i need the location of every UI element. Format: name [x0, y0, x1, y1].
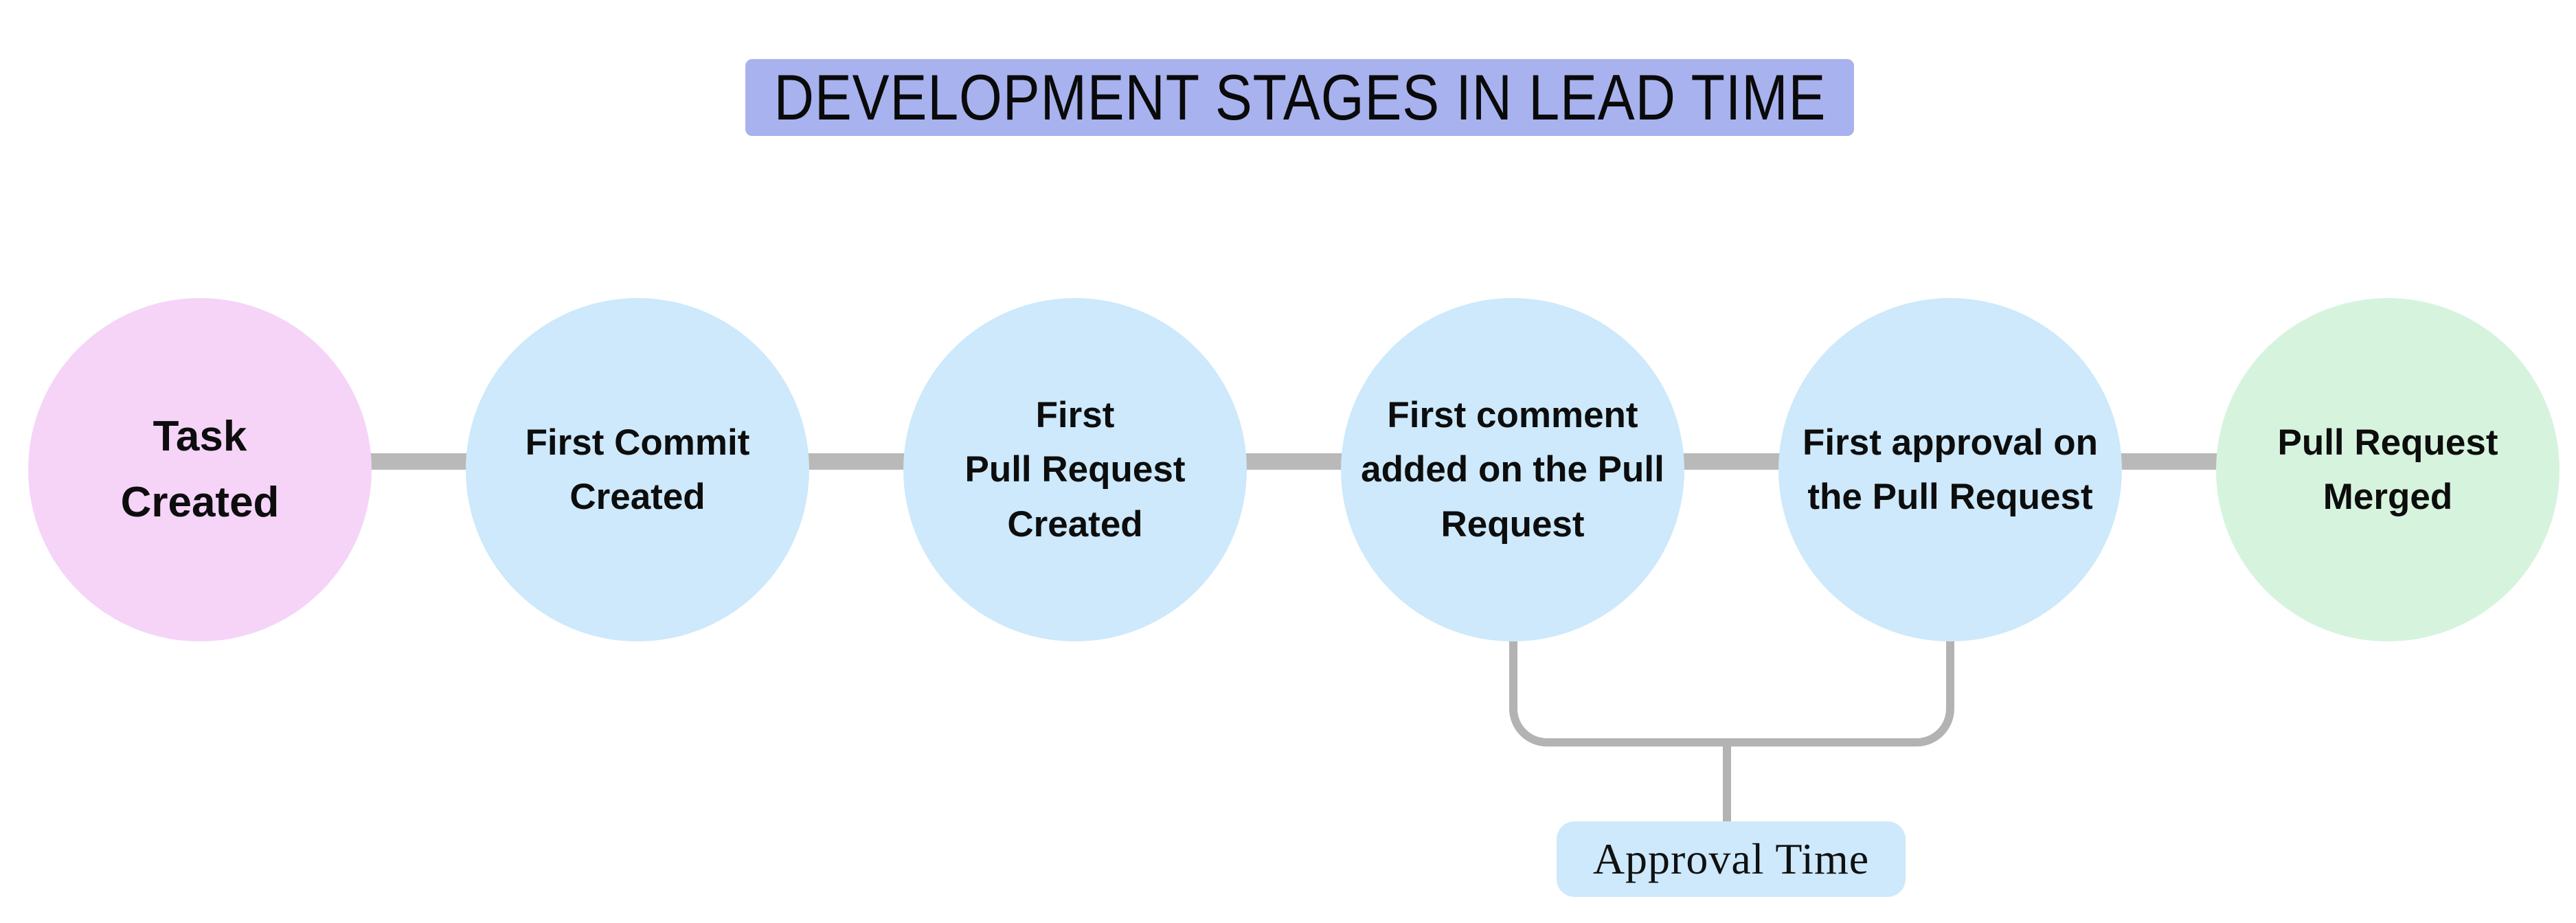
- stage-node-pull-request-merged: Pull Request Merged: [2216, 298, 2560, 641]
- diagram-title: DEVELOPMENT STAGES IN LEAD TIME: [773, 61, 1826, 133]
- approval-time-bracket-stem: [1723, 742, 1731, 823]
- stage-label: First approval on the Pull Request: [1803, 422, 2098, 518]
- approval-time-label: Approval Time: [1592, 834, 1870, 883]
- stage-node-first-comment-added: First comment added on the Pull Request: [1341, 298, 1684, 641]
- approval-time-label-box: Approval Time: [1557, 821, 1906, 897]
- stage-node-first-approval: First approval on the Pull Request: [1778, 298, 2122, 641]
- stage-node-task-created: Task Created: [28, 298, 372, 641]
- stage-node-first-commit-created: First Commit Created: [466, 298, 809, 641]
- stage-label: Pull Request Merged: [2277, 422, 2498, 518]
- stage-label: First Pull Request Created: [964, 394, 1186, 545]
- stage-label: Task Created: [120, 412, 280, 526]
- stage-label: First comment added on the Pull Request: [1361, 394, 1664, 545]
- diagram-title-banner: DEVELOPMENT STAGES IN LEAD TIME: [745, 59, 1854, 136]
- stage-node-first-pull-request-created: First Pull Request Created: [903, 298, 1247, 641]
- approval-time-bracket: [1509, 635, 1954, 747]
- stage-label: First Commit Created: [525, 422, 750, 518]
